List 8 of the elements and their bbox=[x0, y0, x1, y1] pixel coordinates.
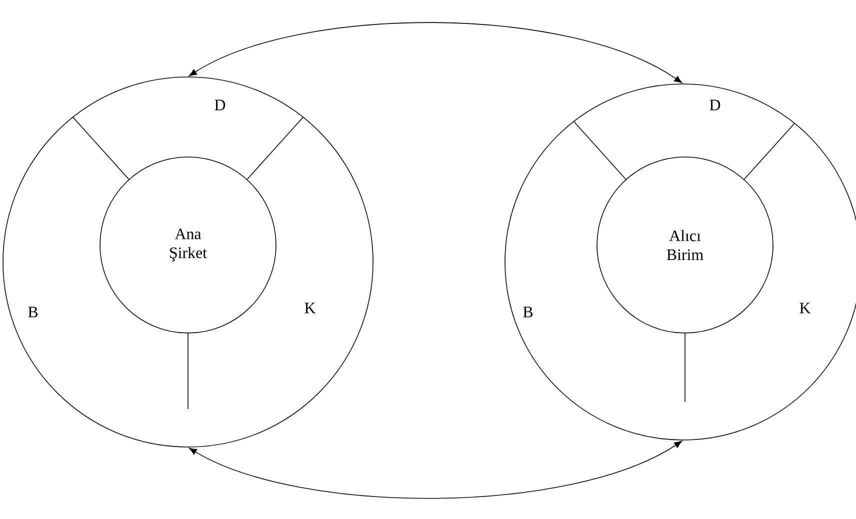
sector-label: K bbox=[304, 302, 316, 314]
sector-label: B bbox=[28, 306, 38, 318]
sector-label: K bbox=[800, 302, 811, 314]
arrow bbox=[188, 440, 682, 499]
sector-label: B bbox=[523, 306, 533, 318]
sector-label: D bbox=[710, 100, 720, 110]
arrow bbox=[188, 22, 682, 84]
sector-label: D bbox=[214, 100, 226, 110]
